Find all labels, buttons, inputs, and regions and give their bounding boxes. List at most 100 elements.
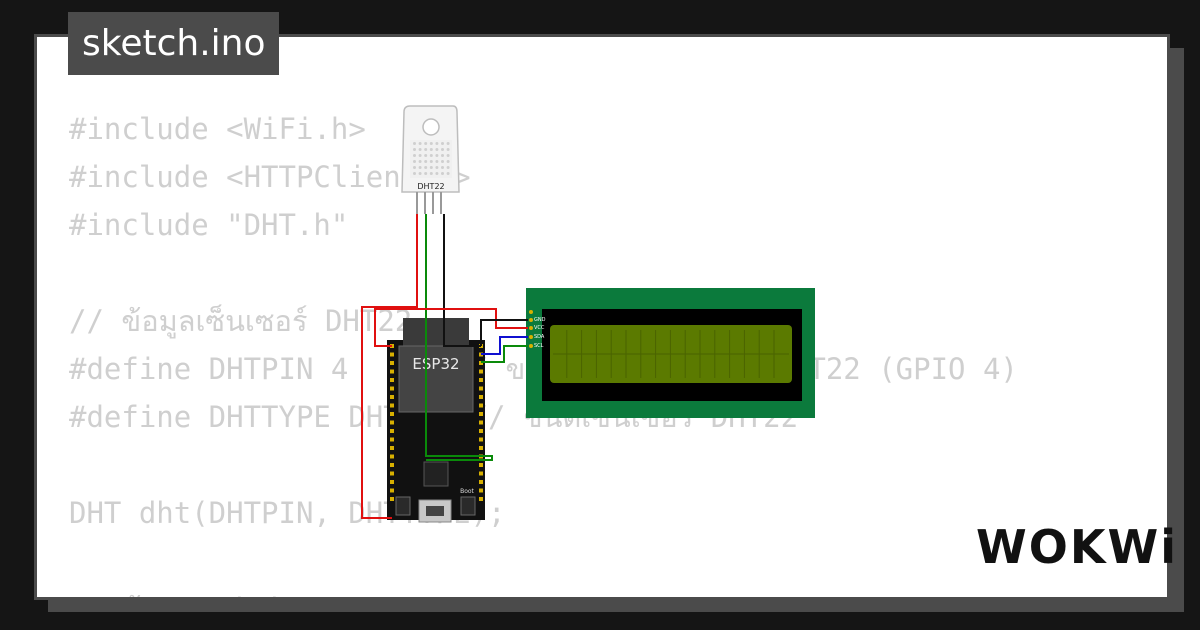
- grille-hole: [424, 154, 428, 157]
- filename-tab[interactable]: sketch.ino: [68, 12, 280, 75]
- mount-hole-icon: [422, 118, 440, 136]
- grille-hole: [429, 160, 433, 163]
- header-pin: [390, 463, 394, 467]
- code-line: #include "DHT.h": [69, 208, 349, 242]
- wire-green-data: [425, 214, 481, 457]
- grille-hole: [418, 148, 422, 151]
- esp32-board[interactable]: ESP32 Boot: [387, 318, 485, 523]
- lcd1602-display[interactable]: GND VCC SDA SCL: [526, 288, 815, 418]
- grille-hole: [413, 160, 416, 163]
- wokwi-logo: WOKWi: [976, 520, 1178, 574]
- lcd-pin-label: GND: [534, 317, 546, 323]
- header-pin: [390, 378, 394, 382]
- grille-hole: [441, 142, 444, 145]
- sensor-grille: [410, 140, 452, 178]
- lcd-pin-label: SDA: [534, 334, 545, 340]
- wire-black-lcd-gnd: [480, 319, 528, 346]
- grille-hole: [446, 154, 450, 157]
- header-pin: [479, 403, 483, 408]
- grille-hole: [418, 154, 422, 157]
- header-pin: [390, 395, 394, 399]
- lcd-pin-label: VCC: [534, 325, 545, 331]
- wires: [361, 214, 528, 519]
- header-pin: [479, 420, 483, 425]
- lcd-character-grid: [553, 330, 789, 378]
- header-pin: [479, 369, 483, 374]
- wire-black-gnd: [443, 214, 481, 347]
- header-pin: [390, 446, 394, 450]
- grille-hole: [413, 148, 416, 151]
- code-line: #include <WiFi.h>: [69, 112, 366, 146]
- grille-hole: [413, 142, 416, 145]
- grille-hole: [424, 142, 428, 145]
- header-pin: [390, 480, 394, 484]
- grille-hole: [435, 154, 439, 157]
- lcd-pin-label: SCL: [534, 343, 544, 349]
- dht22-label: DHT22: [417, 182, 444, 191]
- grille-hole: [441, 148, 444, 151]
- grille-hole: [446, 160, 450, 163]
- grille-hole: [413, 154, 416, 157]
- header-pin: [479, 386, 483, 391]
- grille-hole: [435, 160, 439, 163]
- header-pin: [479, 497, 483, 501]
- grille-hole: [418, 142, 422, 145]
- grille-hole: [441, 160, 444, 163]
- grille-hole: [424, 148, 428, 151]
- header-pin: [390, 412, 394, 416]
- header-pin: [479, 471, 483, 476]
- code-line: // ข้อมูล WiFi: [69, 585, 1018, 597]
- wire-green-gpio: [426, 455, 493, 461]
- grille-hole: [435, 148, 439, 151]
- header-pin: [390, 403, 394, 408]
- grille-hole: [429, 172, 433, 175]
- grille-hole: [446, 166, 450, 169]
- grille-hole: [424, 172, 428, 175]
- header-pin: [479, 429, 483, 433]
- grille-hole: [446, 142, 450, 145]
- header-pin: [390, 497, 394, 501]
- grille-hole: [418, 166, 422, 169]
- boot-label: Boot: [460, 488, 474, 495]
- header-pin: [390, 471, 394, 476]
- grille-hole: [441, 154, 444, 157]
- en-button[interactable]: [395, 496, 411, 516]
- header-pin: [479, 446, 483, 450]
- boot-button[interactable]: [460, 496, 476, 516]
- grille-hole: [446, 148, 450, 151]
- header-pin: [479, 463, 483, 467]
- grille-hole: [429, 166, 433, 169]
- header-pin: [479, 395, 483, 399]
- esp32-label: ESP32: [412, 355, 459, 373]
- grille-hole: [435, 172, 439, 175]
- grille-hole: [418, 172, 422, 175]
- header-pin: [479, 378, 483, 382]
- grille-hole: [424, 166, 428, 169]
- grille-hole: [413, 166, 416, 169]
- header-pin: [390, 429, 394, 433]
- header-pin: [390, 420, 394, 425]
- header-pin: [479, 412, 483, 416]
- wire-green-scl: [481, 345, 528, 363]
- header-pin: [390, 386, 394, 391]
- grille-hole: [446, 172, 450, 175]
- header-pin: [390, 352, 394, 357]
- header-pin: [479, 437, 483, 442]
- esp32-left-pins: [390, 344, 394, 501]
- dht22-sensor[interactable]: DHT22: [401, 105, 460, 214]
- header-pin: [390, 361, 394, 365]
- header-pin: [390, 454, 394, 459]
- grille-hole: [441, 172, 444, 175]
- wire-blue-sda: [481, 336, 528, 355]
- header-pin: [390, 369, 394, 374]
- grille-hole: [441, 166, 444, 169]
- header-pin: [479, 480, 483, 484]
- grille-hole: [418, 160, 422, 163]
- header-pin: [390, 488, 394, 493]
- grille-hole: [424, 160, 428, 163]
- grille-hole: [429, 142, 433, 145]
- wire-red-vcc: [361, 214, 418, 519]
- header-pin: [479, 488, 483, 493]
- grille-hole: [435, 142, 439, 145]
